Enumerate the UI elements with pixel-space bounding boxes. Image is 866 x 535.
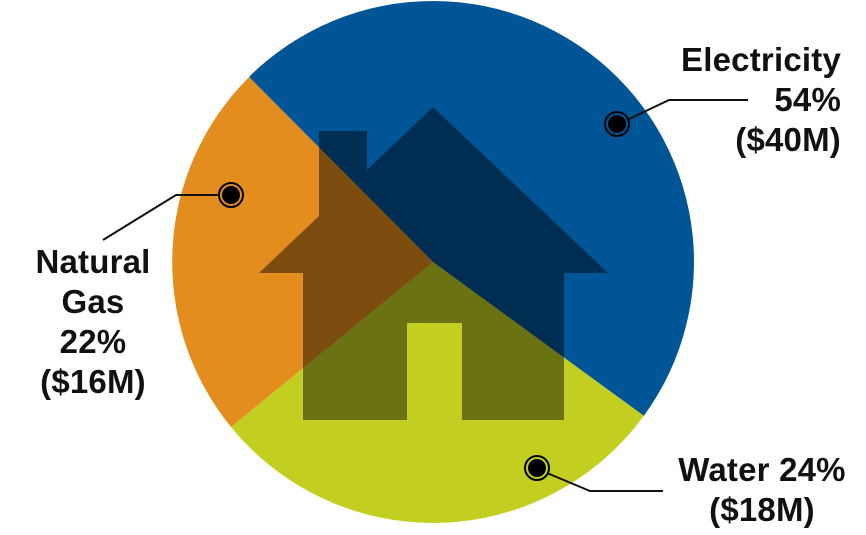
water-marker <box>524 455 663 492</box>
house-icon <box>259 107 608 420</box>
electricity-amount: ($40M) <box>735 121 841 158</box>
natural-gas-percent: 22% <box>59 323 127 360</box>
electricity-label: Electricity 54% ($40M) <box>681 40 841 160</box>
water-label: Water 24% ($18M) <box>660 450 864 530</box>
natural-gas-name-line1: Natural <box>35 243 151 280</box>
electricity-name: Electricity <box>681 41 841 78</box>
natural-gas-amount: ($16M) <box>40 363 146 400</box>
natural-gas-label: Natural Gas 22% ($16M) <box>22 242 164 402</box>
pie-slice-natural-gas <box>172 77 434 427</box>
pie-slice-water <box>231 262 644 523</box>
pie-slice-electricity <box>249 1 694 416</box>
water-amount: ($18M) <box>709 491 815 528</box>
water-name-percent: Water 24% <box>678 451 846 488</box>
electricity-marker <box>604 99 748 137</box>
natural-gas-name-line2: Gas <box>61 283 125 320</box>
natural-gas-marker <box>102 182 244 241</box>
electricity-percent: 54% <box>774 81 841 118</box>
